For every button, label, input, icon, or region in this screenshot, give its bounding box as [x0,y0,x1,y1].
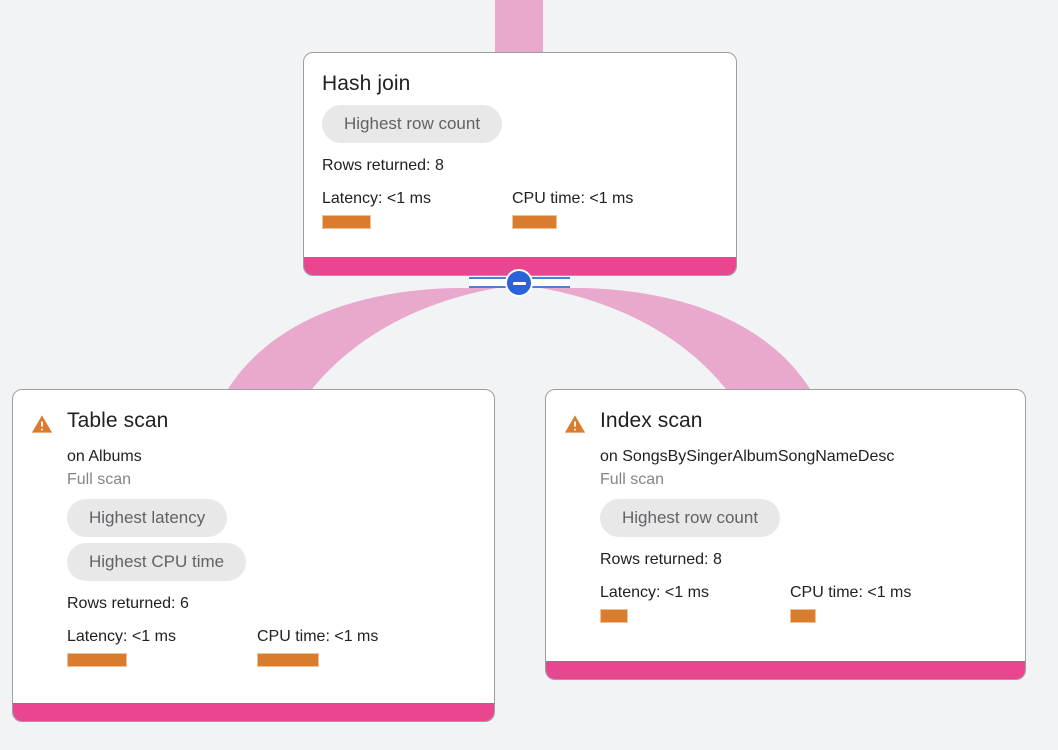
index-scan-scan-type: Full scan [600,471,665,488]
hash-join-latency-bar [322,215,371,230]
hash-join-cpu-metric: CPU time: <1 ms [512,190,634,230]
chip-highest-latency[interactable]: Highest latency [67,499,228,537]
table-scan-accent-bar [13,703,494,721]
node-card-index-scan[interactable]: Index scan on SongsBySingerAlbumSongName… [545,389,1026,680]
chip-highest-row-count[interactable]: Highest row count [600,499,781,537]
index-scan-cpu-bar [790,609,816,623]
index-scan-chips: Highest row count [600,499,1007,543]
table-scan-chips: Highest latency Highest CPU time [67,499,476,587]
edge-ribbon-to-table-scan [228,288,497,389]
index-scan-header-text: Index scan [600,408,1007,433]
index-scan-title: Index scan [600,409,703,432]
hash-join-body: Hash join Highest row count Rows returne… [304,53,736,257]
index-scan-latency-label: Latency: <1 ms [600,584,709,601]
hash-join-header: Hash join [322,71,718,96]
hash-join-latency-metric: Latency: <1 ms [322,190,512,230]
table-scan-latency-metric: Latency: <1 ms [67,628,257,667]
hash-join-latency-label: Latency: <1 ms [322,190,431,208]
collapse-children-toggle[interactable] [505,269,533,297]
table-scan-header: Table scan [31,408,476,435]
hash-join-cpu-bar [512,215,557,230]
table-scan-scan-type: Full scan [67,471,132,488]
index-scan-body: Index scan on SongsBySingerAlbumSongName… [546,390,1025,661]
collapse-rail-left [469,277,515,288]
table-scan-details: on Albums Full scan Highest latency High… [31,435,476,667]
table-scan-latency-label: Latency: <1 ms [67,628,176,645]
hash-join-accent-bar [304,257,736,275]
index-scan-subtitle: on SongsBySingerAlbumSongNameDesc [600,448,895,465]
index-scan-accent-bar [546,661,1025,679]
hash-join-rows-returned: Rows returned: 8 [322,157,444,175]
index-scan-rows-returned: Rows returned: 8 [600,551,722,568]
node-card-hash-join[interactable]: Hash join Highest row count Rows returne… [303,52,737,276]
index-scan-latency-bar [600,609,628,623]
chip-highest-cpu-time[interactable]: Highest CPU time [67,543,247,581]
table-scan-cpu-bar [257,653,319,667]
minus-icon [512,281,526,285]
table-scan-cpu-label: CPU time: <1 ms [257,628,379,645]
table-scan-subtitle: on Albums [67,448,142,465]
table-scan-header-text: Table scan [67,408,476,433]
hash-join-chips: Highest row count [322,105,718,149]
index-scan-cpu-metric: CPU time: <1 ms [790,584,911,623]
hash-join-metrics: Latency: <1 ms CPU time: <1 ms [322,190,718,230]
table-scan-body: Table scan on Albums Full scan Highest l… [13,390,494,703]
index-scan-cpu-label: CPU time: <1 ms [790,584,912,601]
hash-join-title: Hash join [322,72,411,95]
node-card-table-scan[interactable]: Table scan on Albums Full scan Highest l… [12,389,495,722]
index-scan-metrics: Latency: <1 ms CPU time: <1 ms [600,584,1007,623]
index-scan-details: on SongsBySingerAlbumSongNameDesc Full s… [564,435,1007,623]
chip-highest-row-count[interactable]: Highest row count [322,105,503,144]
index-scan-latency-metric: Latency: <1 ms [600,584,790,623]
edge-ribbon-to-index-scan [541,288,810,389]
table-scan-title: Table scan [67,409,169,432]
table-scan-metrics: Latency: <1 ms CPU time: <1 ms [67,628,476,667]
warning-triangle-icon [31,413,53,435]
collapse-rail-right [524,277,570,288]
hash-join-header-text: Hash join [322,71,718,96]
edge-ribbon-incoming [495,0,543,53]
table-scan-cpu-metric: CPU time: <1 ms [257,628,378,667]
table-scan-latency-bar [67,653,127,667]
warning-triangle-icon [564,413,586,435]
index-scan-header: Index scan [564,408,1007,435]
hash-join-cpu-label: CPU time: <1 ms [512,190,634,208]
table-scan-rows-returned: Rows returned: 6 [67,595,189,612]
